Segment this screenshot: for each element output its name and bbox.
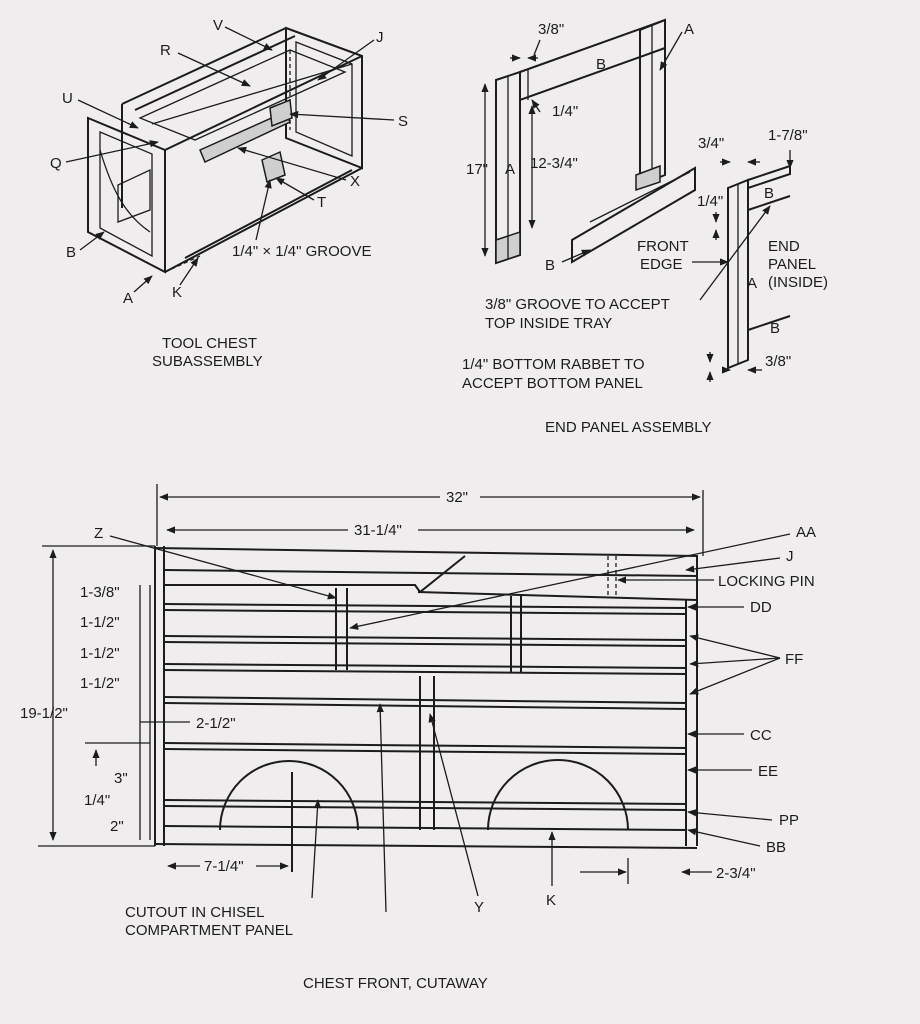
label-a-detail: A [747, 275, 757, 292]
label-y: Y [474, 899, 484, 916]
end-panel-labels: 3/8" 1/4" 17" A 12-3/4" B A B 3/4" 1-7/8… [462, 21, 828, 436]
label-b-detail-top: B [764, 185, 774, 202]
chest-front-caption: CHEST FRONT, CUTAWAY [303, 975, 488, 992]
dim-three-quarter: 3/4" [698, 135, 724, 152]
label-ff: FF [785, 651, 803, 668]
dim-three-eighths-bottom: 3/8" [765, 353, 791, 370]
label-r: R [160, 42, 171, 59]
label-a-left: A [505, 161, 515, 178]
tool-chest-drawing [87, 26, 363, 274]
label-x: X [350, 173, 360, 190]
label-z: Z [94, 525, 103, 542]
end-panel-drawing [495, 18, 791, 370]
cutout-note-line1: CUTOUT IN CHISEL [125, 904, 264, 921]
dim-d5: 2-1/2" [196, 715, 236, 732]
tool-chest-caption-line2: SUBASSEMBLY [152, 353, 263, 370]
dim-overall-height: 19-1/2" [20, 705, 68, 722]
label-k-front: K [546, 892, 556, 909]
label-aa: AA [796, 524, 816, 541]
dim-d3: 1-1/2" [80, 645, 120, 662]
rabbet-note-line2: ACCEPT BOTTOM PANEL [462, 375, 643, 392]
label-a-top: A [684, 21, 694, 38]
label-j: J [376, 29, 384, 46]
dim-one-seven-eighths: 1-7/8" [768, 127, 808, 144]
label-ee: EE [758, 763, 778, 780]
end-panel-caption: END PANEL ASSEMBLY [545, 419, 711, 436]
groove-note-line1: 3/8" GROOVE TO ACCEPT [485, 296, 670, 313]
dim-d1: 1-3/8" [80, 584, 120, 601]
label-u: U [62, 90, 73, 107]
dim-d6: 3" [114, 770, 128, 787]
rabbet-note-line1: 1/4" BOTTOM RABBET TO [462, 356, 645, 373]
end-panel-line1: END [768, 238, 800, 255]
end-panel-line3: (INSIDE) [768, 274, 828, 291]
end-panel-line2: PANEL [768, 256, 816, 273]
front-edge-line2: EDGE [640, 256, 683, 273]
dim-inner-width: 31-1/4" [354, 522, 402, 539]
label-v: V [213, 17, 223, 34]
label-pp: PP [779, 812, 799, 829]
label-b-top: B [596, 56, 606, 73]
label-b: B [66, 244, 76, 261]
dim-quarter-side: 1/4" [697, 193, 723, 210]
dim-d7: 1/4" [84, 792, 110, 809]
label-a: A [123, 290, 133, 307]
chest-front-drawing [154, 546, 698, 872]
front-edge-line1: FRONT [637, 238, 689, 255]
label-j-front: J [786, 548, 794, 565]
dim-quarter-top: 1/4" [552, 103, 578, 120]
dim-d2: 1-1/2" [80, 614, 120, 631]
dim-three-eighths-top: 3/8" [538, 21, 564, 38]
label-b-detail-bottom: B [770, 320, 780, 337]
groove-note: 1/4" × 1/4" GROOVE [232, 243, 371, 260]
label-t: T [317, 194, 326, 211]
label-bb: BB [766, 839, 786, 856]
label-b-bottom: B [545, 257, 555, 274]
chest-front-labels: 32" 31-1/4" 19-1/2" 1-3/8" 1-1/2" 1-1/2"… [20, 484, 816, 992]
dim-d4: 1-1/2" [80, 675, 120, 692]
dim-cutout-offset: 7-1/4" [204, 858, 244, 875]
dim-right-offset: 2-3/4" [716, 865, 756, 882]
label-dd: DD [750, 599, 772, 616]
label-locking-pin: LOCKING PIN [718, 573, 815, 590]
tool-chest-labels: V J R U S Q X T B A K 1/4" × 1/4" GROOVE… [50, 17, 408, 370]
dim-overall-width: 32" [446, 489, 468, 506]
cutout-note-line2: COMPARTMENT PANEL [125, 922, 293, 939]
label-q: Q [50, 155, 62, 172]
dim-d8: 2" [110, 818, 124, 835]
dim-twelve-three-quarter: 12-3/4" [530, 155, 578, 172]
label-s: S [398, 113, 408, 130]
groove-note-line2: TOP INSIDE TRAY [485, 315, 612, 332]
label-cc: CC [750, 727, 772, 744]
label-k: K [172, 284, 182, 301]
tool-chest-caption-line1: TOOL CHEST [162, 335, 257, 352]
